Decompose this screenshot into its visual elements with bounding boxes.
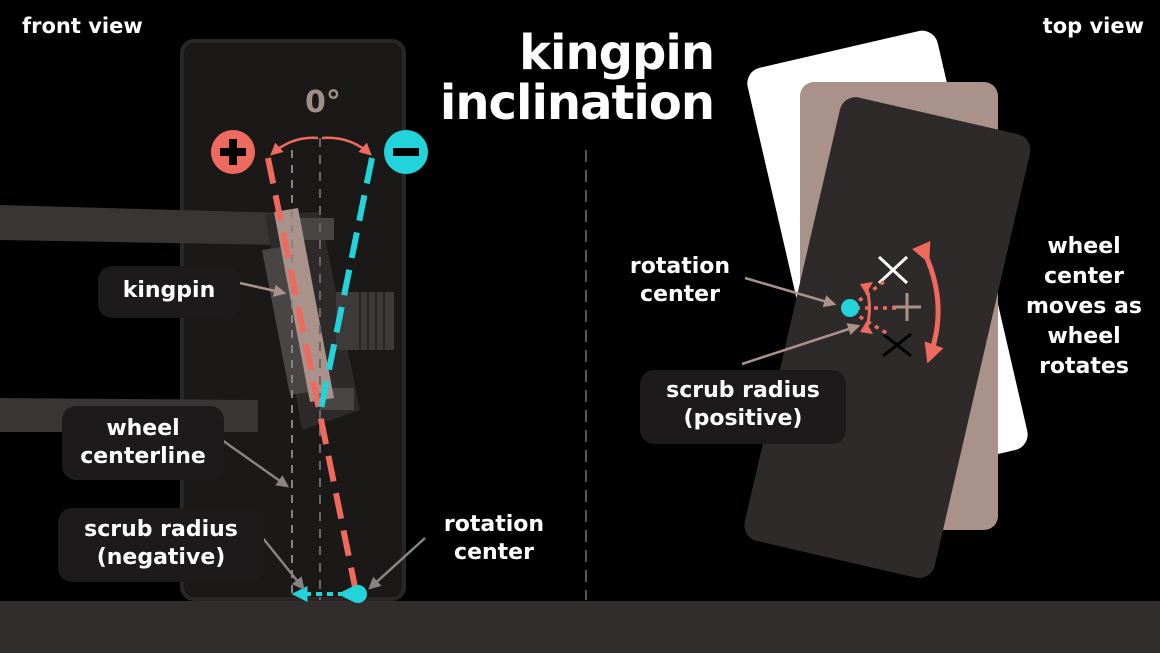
top-rotation-center-dot bbox=[841, 299, 859, 317]
page-title: kingpin inclination bbox=[439, 25, 715, 131]
centerline-pointer bbox=[221, 438, 290, 488]
front-view-group bbox=[0, 39, 428, 603]
top-scrub-pointer bbox=[741, 323, 861, 366]
front-scrub-label-line2: (negative) bbox=[96, 545, 226, 570]
top-view-group bbox=[741, 30, 1031, 579]
top-rotation-label-line2: center bbox=[640, 282, 720, 307]
top-scrub-label-pill bbox=[640, 370, 846, 444]
title-line-2: inclination bbox=[439, 75, 715, 131]
top-rotation-pointer bbox=[744, 276, 837, 308]
front-rotation-label-line2: center bbox=[454, 540, 534, 565]
wheel-moves-label-line2: center bbox=[1044, 264, 1124, 289]
wheel-center-white-x bbox=[877, 255, 909, 285]
plus-icon bbox=[211, 130, 255, 174]
top-scrub-label-line2: (positive) bbox=[683, 406, 803, 431]
top-rotation-label-line1: rotation bbox=[629, 254, 731, 279]
upper-ball-joint bbox=[300, 218, 334, 240]
wheel-moves-label-line1: wheel bbox=[1047, 234, 1121, 259]
top-rotation-arc bbox=[912, 240, 944, 364]
wheel-moves-label-line4: wheel bbox=[1047, 324, 1121, 349]
title-line-1: kingpin bbox=[519, 25, 715, 81]
plus-angle-arc bbox=[270, 136, 319, 156]
ground-strip bbox=[0, 601, 1160, 653]
hub-axle bbox=[336, 292, 394, 350]
wheel-centerline-label-line1: wheel bbox=[106, 416, 180, 441]
upper-control-arm bbox=[0, 205, 285, 245]
wheel-centerline-label-pill bbox=[62, 406, 224, 480]
top-scrub-label-line1: scrub radius bbox=[666, 378, 820, 403]
wheel-centerline-label-line2: centerline bbox=[80, 444, 206, 469]
top-view-heading: top view bbox=[1042, 14, 1144, 38]
wheel-center-dark-x bbox=[882, 332, 912, 358]
minus-angle-arc bbox=[321, 136, 372, 156]
top-scrub-line-dark bbox=[851, 310, 889, 336]
front-rotation-label-line1: rotation bbox=[443, 512, 545, 537]
negative-kpi-line bbox=[317, 157, 375, 415]
wheel-moves-label-line5: rotates bbox=[1039, 354, 1129, 379]
zero-angle-label: 0° bbox=[305, 85, 341, 120]
wheel-moves-label-line3: moves as bbox=[1026, 294, 1142, 319]
front-scrub-label-pill bbox=[58, 508, 264, 582]
front-rotation-pointer bbox=[368, 537, 426, 590]
kingpin-label: kingpin bbox=[122, 278, 216, 303]
front-rotation-center-dot bbox=[349, 585, 367, 603]
front-scrub-pointer bbox=[261, 536, 305, 590]
minus-icon bbox=[384, 130, 428, 174]
front-view-heading: front view bbox=[22, 14, 143, 38]
kingpin-label-pill bbox=[98, 266, 240, 318]
kingpin-pointer bbox=[239, 281, 287, 297]
front-scrub-label-line1: scrub radius bbox=[84, 517, 238, 542]
